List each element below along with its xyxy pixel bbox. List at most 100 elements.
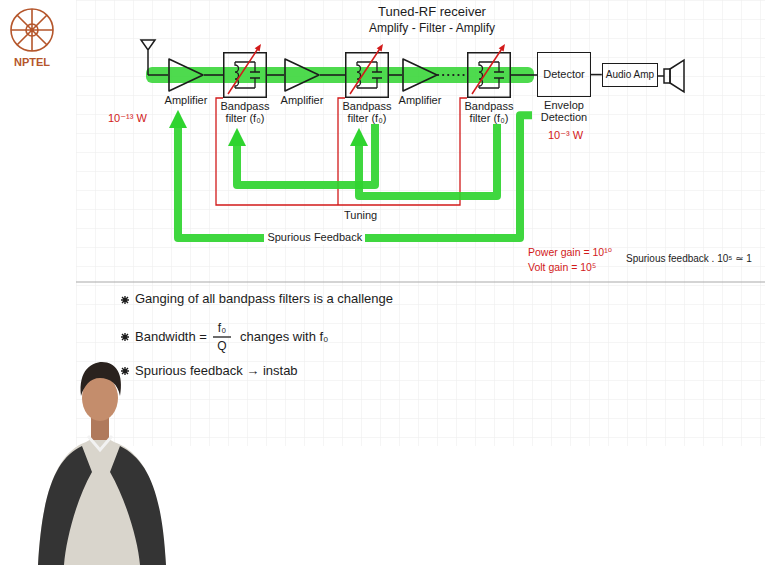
label-anchor: 10⁻³ W bbox=[548, 129, 583, 142]
label-anchor: Ganging of all bandpass filters is a cha… bbox=[135, 291, 393, 307]
signal-wire bbox=[204, 74, 223, 76]
signal-wire bbox=[320, 74, 345, 76]
gain-note: Power gain = 10¹⁰ bbox=[528, 246, 612, 259]
feedback-arrow bbox=[237, 124, 375, 185]
speaker-symbol bbox=[658, 60, 684, 92]
inductor-symbol bbox=[357, 62, 361, 88]
antenna-symbol bbox=[141, 40, 168, 75]
speaker-cone bbox=[670, 60, 684, 92]
filter-symbol bbox=[223, 52, 267, 98]
presenter-hair bbox=[81, 362, 121, 396]
edge-label: Spurious Feedback bbox=[264, 231, 365, 244]
gain-note: Volt gain = 10⁵ bbox=[528, 261, 596, 274]
bullet-star bbox=[121, 296, 129, 304]
feedback-arrow bbox=[359, 124, 497, 196]
separator-line bbox=[76, 281, 765, 282]
detector-box: DetectorEnvelop Detection bbox=[532, 52, 596, 123]
amplifier-symbol bbox=[284, 58, 320, 92]
diagram-title: Tuned-RF receiver bbox=[378, 4, 486, 20]
block-text: Detector bbox=[543, 68, 585, 81]
block-text: Audio Amp bbox=[606, 69, 654, 81]
highlighter-band bbox=[146, 67, 534, 83]
tuning-gang-line bbox=[216, 98, 467, 205]
fraction-bar bbox=[213, 336, 231, 337]
amplifier-outline bbox=[403, 59, 437, 91]
power-level: 10⁻³ W bbox=[548, 129, 583, 142]
presenter-sweater bbox=[38, 434, 166, 565]
presenter-collar bbox=[88, 436, 112, 450]
tuning-arrow-head bbox=[499, 44, 505, 52]
logo-ring bbox=[11, 9, 53, 51]
bullet-star bbox=[121, 333, 129, 341]
title-anchor: Tuned-RF receiver bbox=[432, 4, 540, 20]
logo-spokes bbox=[11, 9, 53, 51]
signal-wire bbox=[511, 74, 537, 76]
block-label: Amplifier bbox=[276, 94, 328, 106]
bandpass-filter: Bandpass filter (f₀) bbox=[218, 52, 272, 124]
amplifier-block: Amplifier bbox=[394, 58, 446, 106]
bullet-star bbox=[121, 367, 129, 375]
bullet-marks bbox=[121, 296, 129, 375]
capacitor-symbol bbox=[357, 62, 382, 88]
label-anchor: Power gain = 10¹⁰ bbox=[528, 246, 612, 259]
whiteboard-grid bbox=[76, 0, 765, 446]
fraction-numerator: f₀ bbox=[218, 321, 226, 335]
label-anchor: Amplify - Filter - Amplify bbox=[432, 21, 558, 35]
presenter-shoulder bbox=[110, 446, 166, 565]
bullet-text: Spurious feedback → instab bbox=[135, 363, 298, 379]
tuning-arrow-head bbox=[255, 44, 261, 52]
bullet-text: changes with f₀ bbox=[240, 329, 329, 345]
label-anchor: NPTEL bbox=[14, 56, 50, 69]
label-anchor: Spurious feedback . 10⁵ ≃ 1 bbox=[626, 253, 762, 265]
bandpass-filter: Bandpass filter (f₀) bbox=[462, 52, 516, 124]
bullet-text: Ganging of all bandpass filters is a cha… bbox=[135, 291, 393, 307]
label-anchor: Tuning bbox=[344, 209, 377, 222]
feedback-arrow bbox=[178, 115, 532, 238]
audio-amp-box: Audio Amp bbox=[600, 63, 660, 87]
label-anchor: 10⁻¹³ W bbox=[108, 112, 147, 125]
inductor-symbol bbox=[479, 62, 483, 88]
amplifier-outline bbox=[285, 59, 319, 91]
block-label: Envelop Detection bbox=[532, 99, 596, 123]
connector-group bbox=[178, 75, 602, 238]
logo-text: NPTEL bbox=[14, 56, 50, 69]
label-anchor: Q bbox=[222, 339, 231, 353]
capacitor-symbol bbox=[235, 62, 260, 88]
speaker-wire bbox=[658, 75, 664, 77]
fraction-denominator: Q bbox=[217, 339, 226, 353]
label-anchor: Spurious feedback → instab bbox=[135, 363, 298, 379]
tuning-arrow bbox=[228, 47, 259, 94]
block-outline: Detector bbox=[537, 52, 591, 97]
block-label: Amplifier bbox=[394, 94, 446, 106]
label-anchor: changes with f₀ bbox=[240, 329, 329, 345]
signal-wire bbox=[267, 74, 284, 76]
edge-label-anchor: Spurious Feedback bbox=[264, 231, 365, 244]
tuning-arrow bbox=[350, 47, 381, 94]
signal-wire bbox=[591, 74, 602, 76]
amplifier-symbol bbox=[402, 58, 438, 92]
bandpass-filter: Bandpass filter (f₀) bbox=[340, 52, 394, 124]
nptel-logo bbox=[11, 9, 53, 51]
label-anchor: Bandwidth = bbox=[135, 329, 207, 345]
amplifier-block: Amplifier bbox=[276, 58, 328, 106]
tuning-arrow-head bbox=[377, 44, 383, 52]
signal-wire bbox=[438, 74, 467, 76]
presenter-shoulder bbox=[38, 446, 92, 565]
block-label: Bandpass filter (f₀) bbox=[340, 100, 394, 124]
speaker-magnet bbox=[664, 69, 670, 83]
block-label: Amplifier bbox=[160, 94, 212, 106]
block-label: Bandpass filter (f₀) bbox=[462, 100, 516, 124]
presenter-video bbox=[38, 362, 166, 565]
label-anchor: Volt gain = 10⁵ bbox=[528, 261, 596, 274]
bullet-text: Bandwidth = bbox=[135, 329, 207, 345]
tuning-arrow bbox=[472, 47, 503, 94]
filter-symbol bbox=[467, 52, 511, 98]
amplifier-symbol bbox=[168, 58, 204, 92]
filter-symbol bbox=[345, 52, 389, 98]
capacitor-symbol bbox=[479, 62, 504, 88]
tuning-label: Tuning bbox=[344, 209, 377, 222]
power-level: 10⁻¹³ W bbox=[108, 112, 147, 125]
